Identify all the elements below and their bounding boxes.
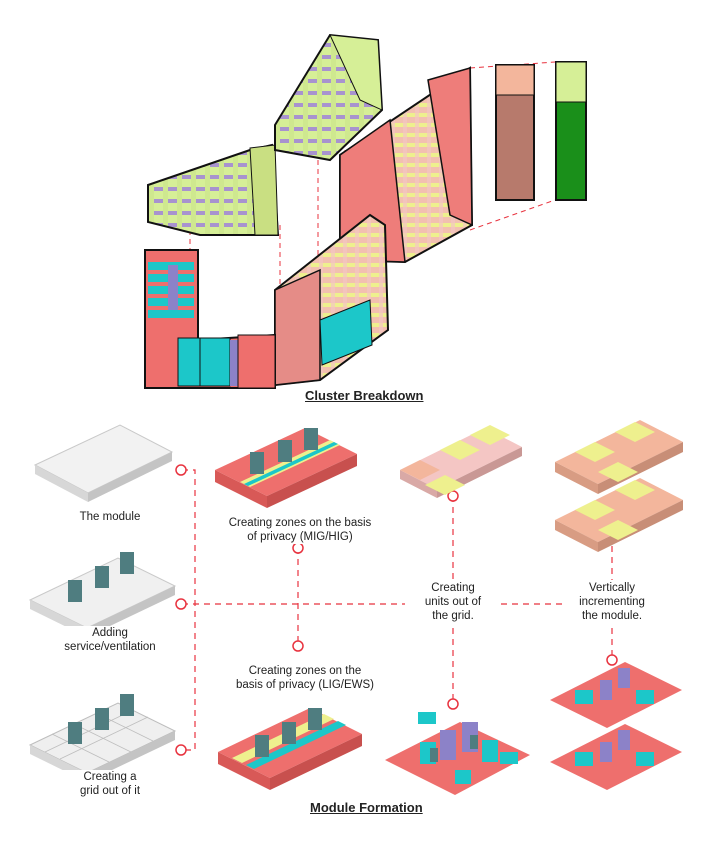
zones-mig-hig <box>215 428 357 508</box>
zones-lig-ews <box>218 708 362 790</box>
stepped-block-top <box>274 33 384 162</box>
label-units-line2: units out of <box>424 596 482 608</box>
units-3d <box>385 712 530 795</box>
label-zones-lig-ews: Creating zones on the basis of privacy (… <box>220 664 390 692</box>
block-green <box>555 61 587 201</box>
label-vert-line2: incrementing <box>579 596 645 608</box>
label-adding-service: Adding service/ventilation <box>40 626 180 654</box>
vertical-module-top <box>555 420 683 552</box>
module-with-service <box>28 552 177 637</box>
label-vertically-incrementing: Vertically incrementing the module. <box>562 581 662 623</box>
label-zones-mig-line1: Creating zones on the basis <box>228 517 372 529</box>
connector-lines <box>182 469 613 751</box>
module-formation-drawing <box>28 420 683 795</box>
label-creating-grid-line1: Creating a <box>83 771 137 783</box>
label-vert-line3: the module. <box>581 610 643 622</box>
module-formation-title: Module Formation <box>310 800 423 815</box>
cluster-breakdown-drawing <box>144 33 587 389</box>
lower-wing <box>274 213 390 387</box>
label-adding-service-line1: Adding <box>92 627 128 639</box>
module-grid <box>28 694 177 782</box>
block-brown <box>495 64 535 201</box>
label-zones-lig-line1: Creating zones on the <box>248 665 362 677</box>
label-the-module-text: The module <box>79 511 141 523</box>
module-slab <box>33 424 174 502</box>
l-shaped-wing <box>144 249 276 389</box>
label-zones-lig-line2: basis of privacy (LIG/EWS) <box>235 679 375 691</box>
label-zones-mig-line2: of privacy (MIG/HIG) <box>247 531 353 543</box>
label-creating-units: Creating units out of the grid. <box>405 581 501 623</box>
vertical-module-bottom <box>550 662 682 790</box>
connector-dots <box>175 464 618 756</box>
stepped-block-left <box>147 143 280 236</box>
tower-center <box>339 66 474 264</box>
cluster-breakdown-title: Cluster Breakdown <box>305 388 424 403</box>
label-adding-service-line2: service/ventilation <box>64 641 156 653</box>
label-units-line3: the grid. <box>432 610 474 622</box>
units-grid <box>400 425 522 498</box>
label-the-module: The module <box>60 510 160 524</box>
label-units-line1: Creating <box>431 582 475 594</box>
label-vert-line1: Vertically <box>588 582 636 594</box>
label-creating-grid-line2: grid out of it <box>79 785 141 797</box>
label-zones-mig-hig: Creating zones on the basis of privacy (… <box>210 516 390 544</box>
label-creating-grid: Creating a grid out of it <box>55 770 165 798</box>
